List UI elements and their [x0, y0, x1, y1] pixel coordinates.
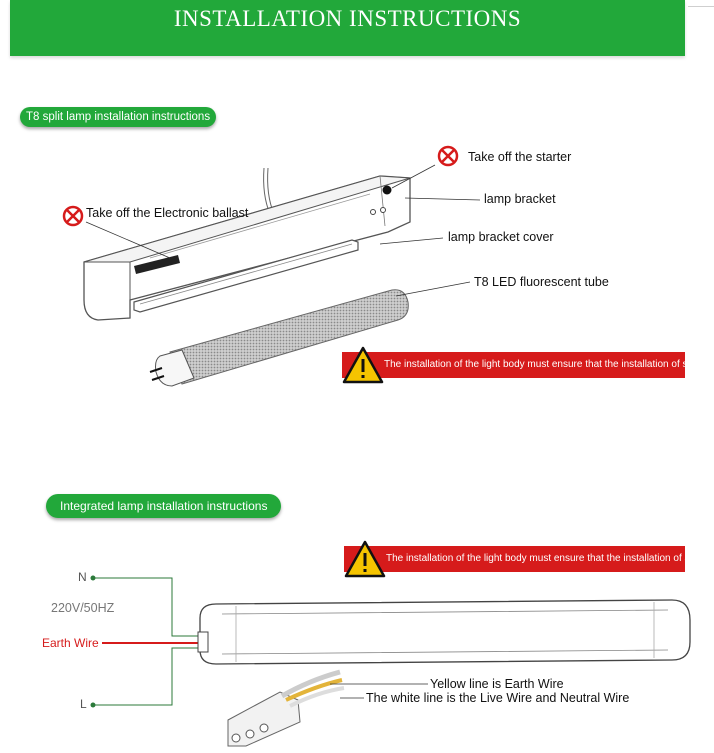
yellow-line-label: Yellow line is Earth Wire	[430, 677, 564, 691]
label-ballast: Take off the Electronic ballast	[86, 206, 249, 220]
warning-banner-2: The installation of the light body must …	[344, 546, 685, 572]
warning-banner-1: The installation of the light body must …	[342, 352, 685, 378]
label-starter: Take off the starter	[468, 150, 572, 164]
section-pill-integrated: Integrated lamp installation instruction…	[46, 494, 282, 518]
warning-text: The installation of the light body must …	[384, 359, 685, 370]
wire-n-label: N	[78, 570, 87, 584]
label-cover: lamp bracket cover	[448, 230, 554, 244]
warning-icon	[344, 540, 386, 578]
divider	[688, 6, 714, 7]
warning-icon	[342, 346, 384, 384]
page-title: INSTALLATION INSTRUCTIONS	[173, 6, 522, 31]
label-bracket: lamp bracket	[484, 192, 556, 206]
voltage-label: 220V/50HZ	[51, 601, 115, 615]
header-banner: INSTALLATION INSTRUCTIONS	[10, 0, 685, 56]
prohibit-icon	[62, 205, 84, 227]
prohibit-icon	[437, 145, 459, 167]
warning-text: The installation of the light body must …	[386, 553, 685, 564]
wire-l-label: L	[80, 697, 87, 711]
section-pill-split: T8 split lamp installation instructions	[20, 107, 217, 127]
earth-wire-label: Earth Wire	[42, 636, 99, 650]
label-tube: T8 LED fluorescent tube	[474, 275, 609, 289]
white-line-label: The white line is the Live Wire and Neut…	[366, 691, 630, 705]
